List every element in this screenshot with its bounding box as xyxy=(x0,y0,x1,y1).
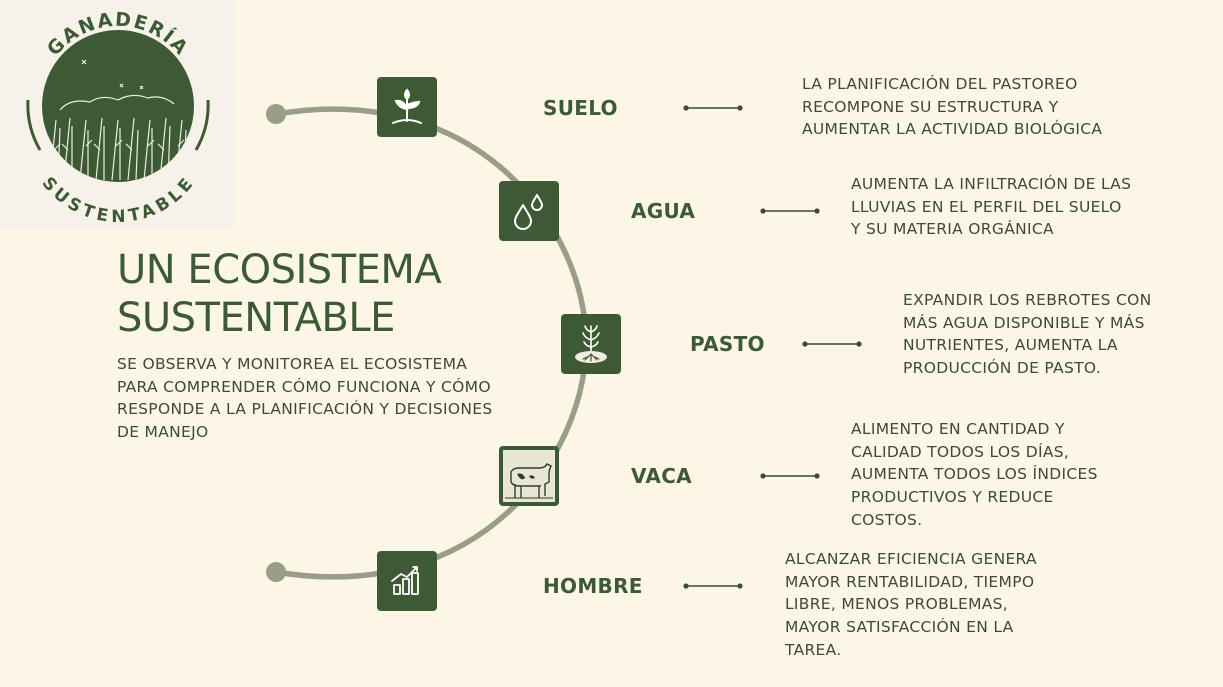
node-vaca xyxy=(499,446,559,506)
page-title: UN ECOSISTEMA SUSTENTABLE xyxy=(117,247,442,341)
arc-end-dot xyxy=(266,562,286,582)
stage-desc-pasto: EXPANDIR LOS REBROTES CON MÁS AGUA DISPO… xyxy=(903,291,1152,378)
stage-desc-suelo: LA PLANIFICACIÓN DEL PASTOREO RECOMPONE … xyxy=(802,75,1103,139)
water-drops-icon xyxy=(514,194,543,230)
connector-agua xyxy=(760,208,820,214)
stage-desc-vaca: ALIMENTO EN CANTIDAD Y CALIDAD TODOS LOS… xyxy=(851,420,1098,529)
node-pasto xyxy=(561,314,621,374)
growth-chart-icon xyxy=(391,566,419,595)
grass-roots-icon xyxy=(575,325,607,363)
stage-label-hombre: HOMBRE xyxy=(543,574,643,598)
arc-start-dot xyxy=(266,104,286,124)
node-agua xyxy=(499,181,559,241)
stage-label-suelo: SUELO xyxy=(543,96,618,120)
connector-suelo xyxy=(683,105,743,111)
connector-hombre xyxy=(683,583,743,589)
stage-label-pasto: PASTO xyxy=(690,332,765,356)
stage-label-agua: AGUA xyxy=(631,199,696,223)
logo-emblem: GANADERÍA SUSTENTABLE xyxy=(26,9,210,227)
page-description: SE OBSERVA Y MONITOREA EL ECOSISTEMA PAR… xyxy=(117,355,493,442)
connector-vaca xyxy=(760,473,820,479)
stage-desc-agua: AUMENTA LA INFILTRACIÓN DE LAS LLUVIAS E… xyxy=(851,175,1132,239)
stage-desc-hombre: ALCANZAR EFICIENCIA GENERA MAYOR RENTABI… xyxy=(785,550,1037,659)
cow-icon xyxy=(503,450,555,502)
plant-sprout-icon xyxy=(392,88,422,124)
stage-label-vaca: VACA xyxy=(631,464,692,488)
logo: GANADERÍA SUSTENTABLE xyxy=(0,0,235,228)
node-suelo xyxy=(377,77,437,137)
arc-path xyxy=(273,106,589,580)
connector-pasto xyxy=(802,341,862,347)
node-hombre xyxy=(377,551,437,611)
